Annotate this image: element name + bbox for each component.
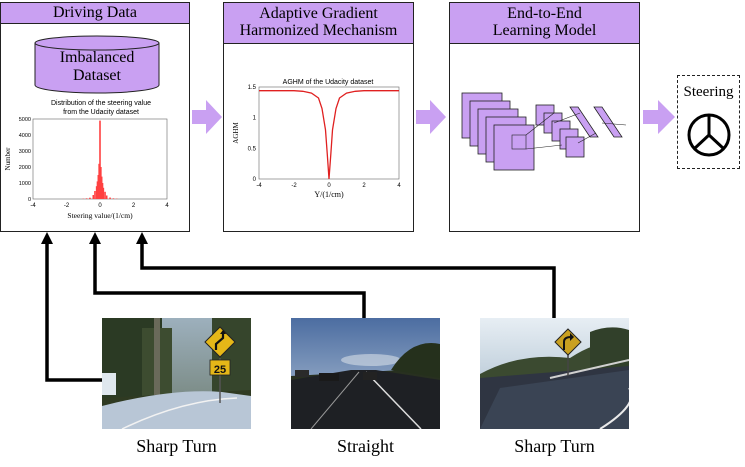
hist-bar	[97, 175, 100, 199]
aghm-xtick-label: -2	[291, 183, 297, 189]
hist-bar	[102, 187, 105, 199]
driving-data-title: Driving Data	[53, 4, 137, 21]
hist-title-line2: from the Udacity dataset	[63, 109, 139, 116]
driving-data-header: Driving Data	[1, 3, 189, 24]
hist-bar	[85, 198, 88, 199]
hist-bar	[112, 198, 115, 199]
aghm-ytick-label: 0	[253, 177, 257, 183]
aghm-curve	[259, 90, 399, 180]
photo-sharp-turn-left: 25	[102, 318, 251, 429]
aghm-ylabel: AGHM	[232, 122, 240, 144]
steering-wheel-icon	[687, 113, 731, 157]
model-title-line2: Learning Model	[492, 22, 597, 39]
caption-right: Sharp Turn	[514, 436, 595, 456]
hist-bar	[92, 195, 95, 199]
dataset-label-line2: Dataset	[73, 67, 121, 84]
model-panel: End-to-End Learning Model	[449, 2, 640, 232]
model-header: End-to-End Learning Model	[450, 3, 639, 44]
photo-sharp-turn-right	[480, 318, 629, 429]
aghm-xtick-label: -4	[256, 183, 262, 189]
hist-ytick-label: 4000	[19, 133, 31, 139]
aghm-xtick-label: 4	[397, 183, 401, 189]
hist-ytick-label: 2000	[19, 165, 31, 171]
hist-bar	[98, 163, 100, 199]
hist-ytick-label: 1000	[19, 181, 31, 187]
model-title-line1: End-to-End	[507, 5, 582, 22]
photo-straight	[291, 318, 440, 429]
dataset-label-line1: Imbalanced	[59, 49, 135, 66]
aghm-header: Adaptive Gradient Harmonized Mechanism	[224, 3, 413, 44]
hist-bar	[96, 181, 99, 199]
steering-label: Steering	[683, 84, 734, 100]
hist-bar	[100, 176, 103, 199]
steering-box: Steering	[677, 75, 740, 169]
caption-left: Sharp Turn	[136, 436, 217, 456]
hist-ytick-label: 3000	[19, 149, 31, 155]
aghm-title-line1: Adaptive Gradient	[259, 5, 378, 22]
caption-middle: Straight	[337, 436, 394, 456]
hist-ytick-label: 5000	[19, 117, 31, 123]
aghm-title-line2: Harmonized Mechanism	[239, 22, 398, 39]
aghm-ytick-label: 1.5	[248, 85, 257, 91]
aghm-plot: AGHM of the Udacity dataset 0 0.5 1 1.5 -4 -…	[232, 79, 401, 199]
flow-arrow-2	[416, 100, 446, 134]
steering-histogram: Distribution of the steering value from …	[4, 100, 169, 220]
hist-xtick-label: 0	[98, 203, 102, 209]
aghm-plot-title: AGHM of the Udacity dataset	[283, 79, 374, 86]
hist-bar	[109, 197, 111, 199]
speed-sign-text: 25	[214, 364, 226, 376]
hist-ytick-label: 0	[28, 197, 31, 203]
hist-bar	[89, 197, 91, 199]
hist-title-line1: Distribution of the steering value	[51, 100, 151, 107]
cnn-diagram-icon	[461, 92, 627, 171]
hist-bar	[104, 191, 106, 199]
flow-arrow-3	[643, 100, 675, 134]
hist-xtick-label: -2	[64, 203, 70, 209]
hist-bar	[100, 167, 102, 199]
aghm-xtick-label: 2	[362, 183, 366, 189]
hist-bar	[101, 183, 104, 199]
hist-ylabel: Number	[4, 147, 12, 171]
hist-xlabel: Steering value/(1/cm)	[67, 211, 133, 220]
aghm-ytick-label: 0.5	[248, 146, 257, 152]
hist-bar	[95, 186, 98, 199]
hist-xtick-label: -4	[30, 203, 36, 209]
aghm-xtick-label: 0	[327, 183, 331, 189]
aghm-ytick-label: 1	[253, 116, 257, 122]
hist-bar	[105, 195, 108, 199]
hist-bar	[99, 120, 101, 199]
aghm-panel: Adaptive Gradient Harmonized Mechanism A…	[223, 2, 414, 232]
hist-xtick-label: 2	[132, 203, 136, 209]
hist-bar	[94, 191, 96, 199]
hist-xtick-label: 4	[165, 203, 169, 209]
dataset-cylinder-icon	[34, 35, 160, 94]
flow-arrow-1	[192, 100, 222, 134]
driving-data-panel: Driving Data Imbalanced Dataset Distribu…	[0, 2, 190, 232]
aghm-xlabel: Y/(1/cm)	[314, 190, 344, 199]
